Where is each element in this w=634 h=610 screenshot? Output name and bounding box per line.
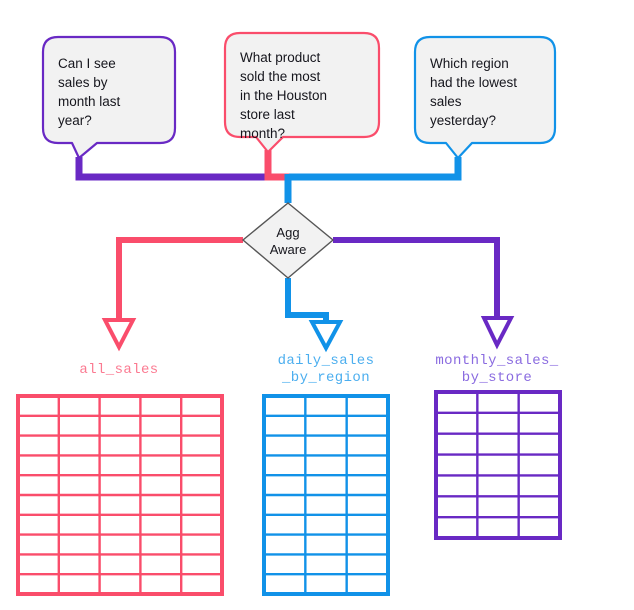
arrowhead-all-sales: [101, 318, 137, 352]
connector-diamond-to-all-sales: [116, 237, 243, 320]
question-bubble-region-line-1: had the lowest: [430, 75, 517, 90]
connector-group-top: [75, 150, 462, 203]
question-bubble-monthly-line-3: year?: [58, 113, 92, 128]
question-bubble-monthly-line-2: month last: [58, 94, 121, 109]
question-bubble-product-line-4: month?: [240, 126, 285, 141]
agg-aware-label-line-1: Aware: [270, 242, 307, 257]
question-bubble-product-line-0: What product: [240, 50, 321, 65]
connector-blue-to-bus: [289, 157, 462, 181]
question-bubble-monthly-line-0: Can I see: [58, 56, 116, 71]
bubble-shape-purple: [41, 35, 177, 160]
table-label-monthly-sales-line-0: monthly_sales_: [435, 353, 558, 369]
question-bubble-product-line-3: store last: [240, 107, 295, 122]
table-labels: all_sales daily_sales _by_region monthly…: [79, 353, 558, 386]
table-label-daily-sales-line-0: daily_sales: [278, 353, 375, 369]
table-frame: [434, 390, 562, 540]
diamond-shape: [241, 202, 335, 279]
question-bubble-monthly[interactable]: Can I see sales by month last year?: [41, 35, 177, 160]
connector-group-bottom: [101, 237, 515, 353]
question-bubble-product[interactable]: What product sold the most in the Housto…: [223, 31, 381, 154]
connector-diamond-to-daily-sales: [285, 278, 329, 322]
arrowhead-monthly-sales: [480, 316, 515, 350]
question-bubble-region-line-0: Which region: [430, 56, 509, 71]
table-all-sales[interactable]: [16, 394, 224, 596]
question-bubble-product-line-1: sold the most: [240, 69, 321, 84]
agg-aware-node[interactable]: Agg Aware: [241, 202, 335, 279]
question-bubble-region-line-2: sales: [430, 94, 462, 109]
table-daily-sales-by-region[interactable]: [262, 394, 390, 596]
question-bubble-product-line-2: in the Houston: [240, 88, 327, 103]
table-label-monthly-sales-line-1: by_store: [462, 370, 532, 386]
connector-pink-to-bus: [264, 150, 289, 181]
bubble-shape-pink: [223, 31, 381, 154]
question-bubble-monthly-line-1: sales by: [58, 75, 108, 90]
arrowhead-daily-sales: [308, 320, 344, 353]
connector-purple-to-bus: [75, 157, 272, 181]
table-monthly-sales-by-store[interactable]: [434, 390, 562, 540]
connector-diamond-to-monthly-sales: [333, 237, 500, 318]
question-bubble-region[interactable]: Which region had the lowest sales yester…: [413, 35, 557, 160]
bubble-shape-blue: [413, 35, 557, 160]
question-bubble-region-line-3: yesterday?: [430, 113, 496, 128]
agg-aware-label-line-0: Agg: [276, 225, 299, 240]
table-label-all-sales: all_sales: [79, 362, 158, 378]
table-label-daily-sales-line-1: _by_region: [281, 370, 370, 386]
